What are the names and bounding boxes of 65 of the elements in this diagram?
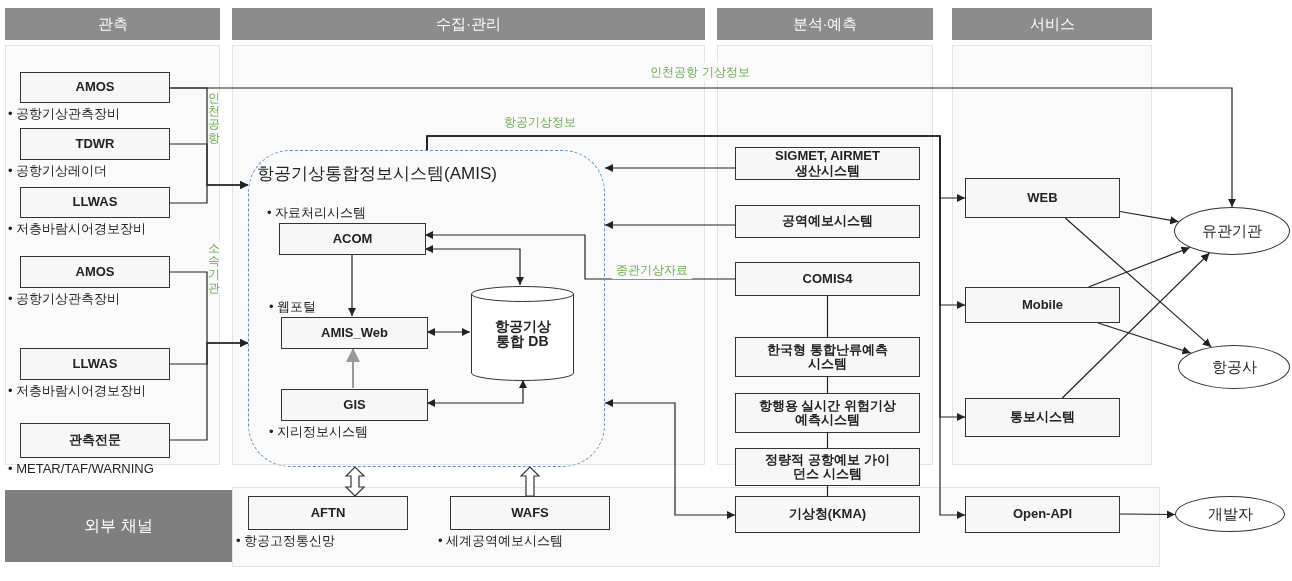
arrow [346,347,360,389]
system-box: GIS [281,389,428,421]
bullet-note: • 세계공역예보시스템 [438,534,564,547]
system-box: 정량적 공항예보 가이던스 시스템 [735,448,920,486]
bullet-note: • 공항기상레이더 [8,164,108,177]
system-box: 공역예보시스템 [735,205,920,238]
system-box: AFTN [248,496,408,530]
database-cylinder: 항공기상 통합 DB [471,286,574,381]
system-box: LLWAS [20,348,170,380]
bullet-note: • 항공고정통신망 [236,534,336,547]
arrow [1119,510,1176,519]
ellipse-node: 유관기관 [1174,207,1290,255]
bullet-note: • 공항기상관측장비 [8,292,121,305]
bullet-note: • 공항기상관측장비 [8,107,121,120]
system-box: 관측전문 [20,423,170,458]
arrow [426,327,471,337]
system-title: 항공기상통합정보시스템(AMIS) [257,163,497,185]
system-box: AMOS [20,72,170,103]
arrow [604,398,736,520]
arrow [426,135,966,520]
column-header: 분석·예측 [717,8,933,40]
bullet-note: • 저층바람시어경보장비 [8,384,147,397]
bullet-note: • 자료처리시스템 [267,206,367,219]
arrow [604,163,736,173]
ellipse-node: 개발자 [1175,496,1285,532]
bullet-note: • METAR/TAF/WARNING [8,462,154,475]
bullet-note: • 저층바람시어경보장비 [8,222,147,235]
bullet-note: • 지리정보시스템 [269,425,369,438]
system-box: WEB [965,178,1120,218]
system-box: COMIS4 [735,262,920,296]
hollow-arrow [519,466,541,497]
arrow [426,379,528,408]
column-header: 수집·관리 [232,8,705,40]
system-box: 한국형 통합난류예측시스템 [735,337,920,377]
system-box: WAFS [450,496,610,530]
arrow [169,180,249,204]
arrow [169,87,1237,208]
system-box: 항행용 실시간 위험기상 예측시스템 [735,393,920,433]
connector-line [826,295,829,338]
group-label: 소속기관 [208,242,220,295]
ellipse-node: 항공사 [1178,345,1290,389]
group-label: 인천공항 [208,92,220,145]
system-boundary [248,150,605,467]
column-header: 관측 [5,8,220,40]
system-box: LLWAS [20,187,170,218]
column-header: 서비스 [952,8,1152,40]
arrow [604,220,736,230]
system-box: 통보시스템 [965,398,1120,437]
arrow [424,244,525,286]
system-box: 기상청(KMA) [735,496,920,533]
system-box: Open-API [965,496,1120,533]
system-box: SIGMET, AIRMET 생산시스템 [735,147,920,180]
system-box: AMIS_Web [281,317,428,349]
arrow [1088,246,1191,288]
arrow [347,253,357,317]
system-box: TDWR [20,128,170,160]
arrow [169,338,249,441]
row-header: 외부 채널 [5,490,232,562]
system-box: ACOM [279,223,426,255]
system-box: AMOS [20,256,170,288]
system-box: Mobile [965,287,1120,323]
hollow-arrow [344,466,366,497]
arrow [1097,322,1192,355]
bullet-note: • 웹포털 [269,300,317,313]
arrow [424,230,736,280]
